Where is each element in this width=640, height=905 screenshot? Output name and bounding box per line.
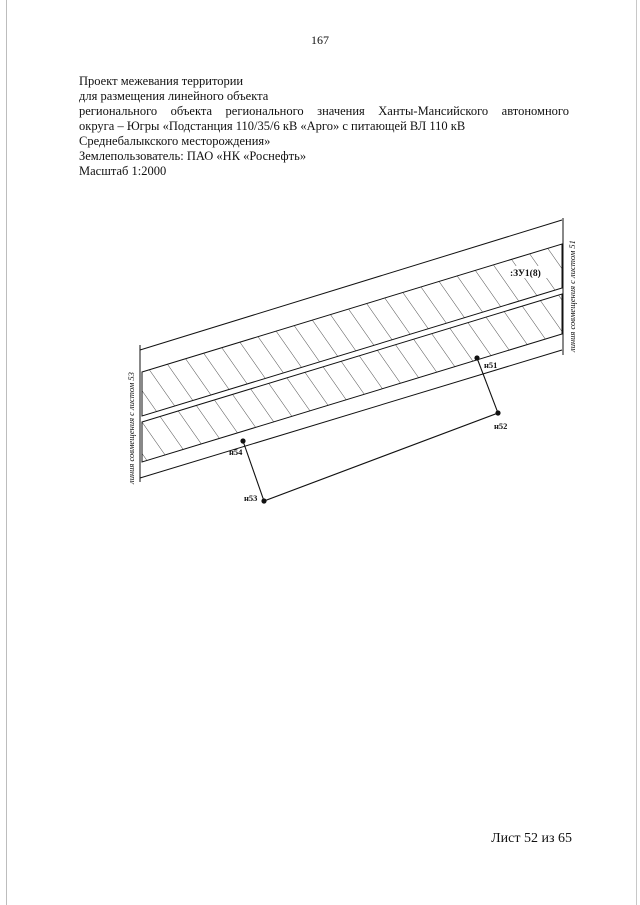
header-word: объекта [170, 104, 213, 118]
point-n53 [261, 498, 267, 504]
point-n52 [495, 410, 501, 416]
header-line-5: Среднебалыкского месторождения» [79, 134, 271, 148]
corridor-bottom-line [139, 349, 563, 479]
header-word: регионального [225, 104, 304, 118]
point-n51 [474, 355, 480, 361]
point-label-n52: н52 [494, 421, 507, 431]
right-match-caption: линия совмещения с листом 51 [567, 240, 577, 353]
header-word: регионального [79, 104, 158, 118]
header-word: Ханты-Мансийского [378, 104, 489, 118]
page-number: 167 [311, 33, 329, 47]
header-line-7: Масштаб 1:2000 [79, 164, 167, 178]
point-n54 [240, 438, 246, 444]
corridor-top-line [139, 219, 563, 351]
header-word: автономного [501, 104, 569, 118]
parcel-label-bg [509, 266, 553, 278]
header-line-6: Землепользователь: ПАО «НК «Роснефть» [79, 149, 307, 163]
scan-edge-left [6, 0, 7, 905]
header-line-2: для размещения линейного объекта [79, 89, 269, 103]
sheet-number: Лист 52 из 65 [491, 831, 572, 846]
parcel-strip-upper [141, 243, 563, 417]
point-label-n51: н51 [484, 360, 497, 370]
header-line-4: округа – Югры «Подстанция 110/35/6 кВ «А… [79, 119, 466, 133]
left-match-caption: линия совмещения с листом 53 [126, 372, 136, 485]
point-label-n53: н53 [244, 493, 257, 503]
parcel-label: :ЗУ1(8) [510, 268, 541, 279]
header-line-1: Проект межевания территории [79, 74, 244, 88]
scan-edge-right [636, 0, 637, 905]
boundary-polyline [242, 357, 499, 502]
parcel-strip-lower [141, 293, 563, 463]
header-word: значения [317, 104, 365, 118]
point-label-n54: н54 [229, 447, 243, 457]
document-header: Проект межевания территории для размещен… [79, 74, 569, 179]
header-line-3: регионального объекта регионального знач… [79, 104, 569, 119]
